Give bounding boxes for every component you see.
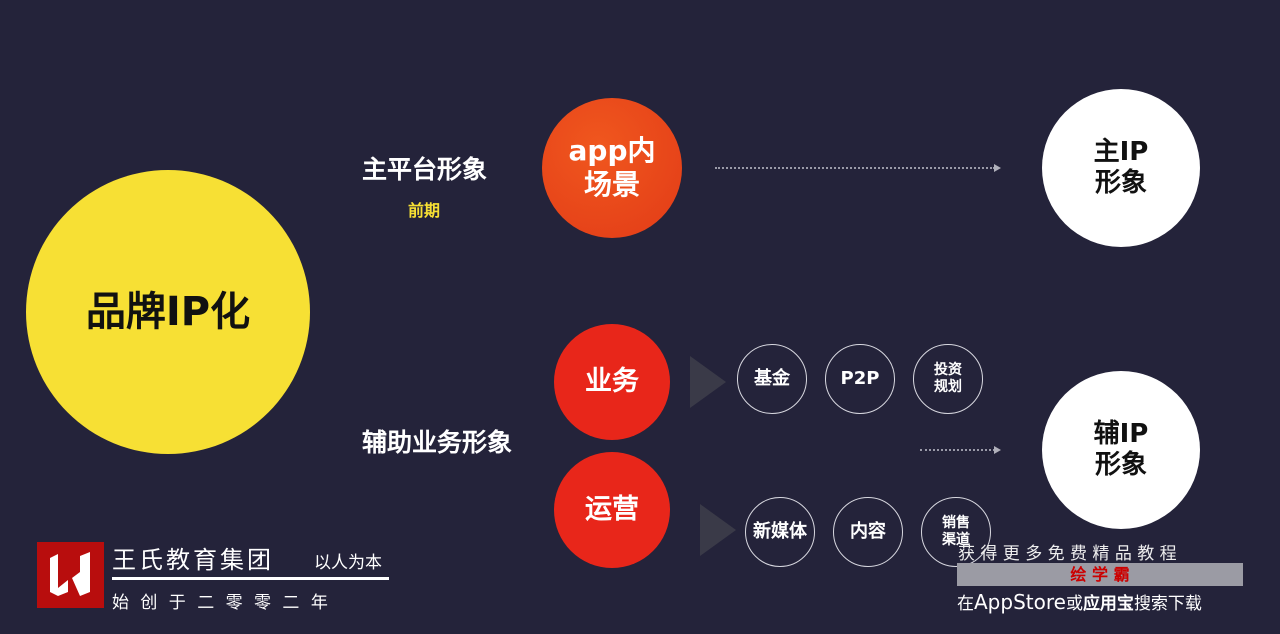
- item-content: 内容: [833, 497, 903, 567]
- item-investment-planning: 投资 规划: [913, 344, 983, 414]
- item-line: 销售: [942, 515, 970, 532]
- aux-ip-line1: 辅IP: [1093, 418, 1149, 449]
- app-scene-circle: app内 场景: [542, 98, 682, 238]
- chevron-right-icon: [700, 504, 736, 556]
- main-ip-line2: 形象: [1094, 168, 1147, 198]
- wm-post: 搜索下载: [1133, 594, 1202, 614]
- early-stage-label: 前期: [408, 201, 441, 220]
- item-sales-channel: 销售 渠道: [921, 497, 991, 567]
- watermark-line1: 获 得 更 多 免 费 精 品 教 程: [958, 544, 1177, 564]
- wm-yyb: 应用宝: [1082, 594, 1134, 614]
- item-line: 投资: [934, 362, 962, 379]
- arrow-bottom: [920, 446, 1001, 454]
- watermark-brand: 绘 学 霸: [957, 563, 1243, 586]
- logo-divider: [112, 577, 389, 580]
- aux-business-label: 辅助业务形象: [362, 428, 513, 457]
- main-platform-label: 主平台形象: [362, 155, 488, 184]
- main-ip-circle: 主IP 形象: [1042, 89, 1200, 247]
- chevron-right-icon: [690, 356, 726, 408]
- logo-icon: [37, 542, 104, 608]
- item-p2p: P2P: [825, 344, 895, 414]
- wm-pre: 在: [957, 594, 974, 614]
- aux-ip-circle: 辅IP 形象: [1042, 371, 1200, 529]
- company-since: 始 创 于 二 零 零 二 年: [112, 593, 331, 613]
- wm-or: 或: [1065, 594, 1083, 614]
- item-fund: 基金: [737, 344, 807, 414]
- arrow-top: [715, 164, 1001, 172]
- brand-ip-circle: 品牌IP化: [26, 170, 310, 454]
- watermark-line3: 在AppStore或应用宝搜索下载: [957, 589, 1202, 614]
- main-ip-line1: 主IP: [1093, 136, 1149, 167]
- company-motto: 以人为本: [314, 553, 382, 573]
- app-scene-line2: 场景: [583, 168, 640, 201]
- business-circle: 业务: [554, 324, 670, 440]
- item-line: 规划: [934, 379, 962, 395]
- wm-app: AppStore: [974, 590, 1066, 614]
- aux-ip-line2: 形象: [1094, 450, 1147, 480]
- company-name: 王氏教育集团: [112, 546, 274, 574]
- item-new-media: 新媒体: [745, 497, 815, 567]
- operation-circle: 运营: [554, 452, 670, 568]
- app-scene-line1: app内: [568, 134, 656, 168]
- item-line: 渠道: [942, 532, 970, 548]
